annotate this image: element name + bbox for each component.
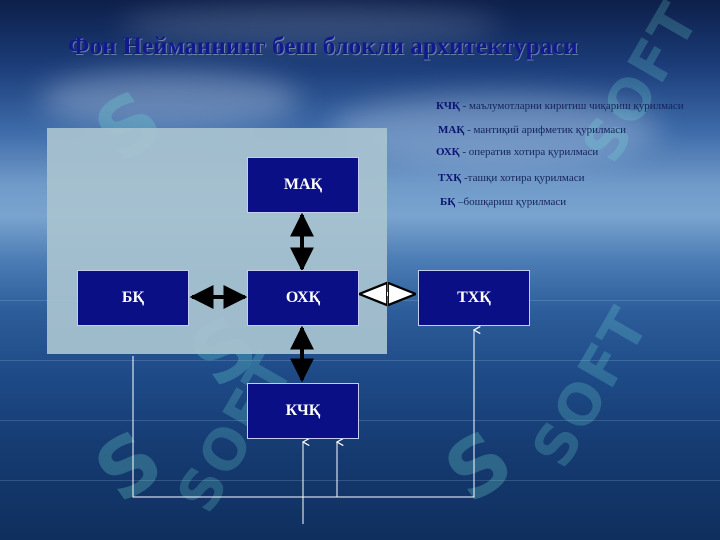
block-bk: БҚ [77, 270, 189, 326]
block-kchk: КЧҚ [247, 383, 359, 439]
block-mak: МАҚ [247, 157, 359, 213]
block-mak-label: МАҚ [284, 176, 322, 194]
block-kchk-label: КЧҚ [286, 402, 321, 420]
block-bk-label: БҚ [122, 289, 144, 307]
block-thk: ТХҚ [418, 270, 530, 326]
block-thk-label: ТХҚ [457, 289, 491, 307]
block-ohk: ОХҚ [247, 270, 359, 326]
block-ohk-label: ОХҚ [286, 289, 320, 307]
